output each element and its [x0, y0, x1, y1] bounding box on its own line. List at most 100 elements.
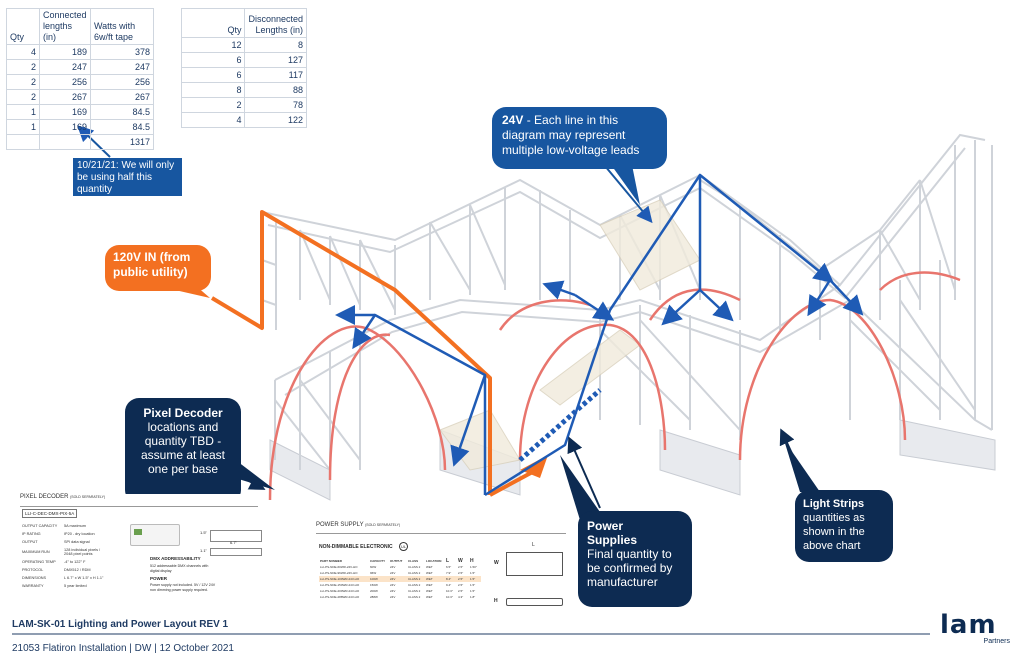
cell-watts: 84.5	[90, 104, 154, 120]
spec-divider	[316, 533, 566, 534]
light-strips-text: quantities as shown in the above chart	[803, 512, 865, 552]
cell-total-watts: 1317	[90, 134, 154, 150]
cell-length: 8	[244, 37, 307, 53]
pixel-decoder-title: Pixel Decoder	[143, 406, 223, 420]
v24-callout: 24V - Each line in this diagram may repr…	[492, 107, 667, 169]
cell-qty: 4	[6, 44, 40, 60]
cell-qty: 6	[180, 67, 246, 83]
cell-length: 122	[244, 112, 307, 128]
decoder-device-port	[134, 529, 142, 535]
v120-callout: 120V IN (from public utility)	[105, 245, 211, 291]
cell-length: 117	[244, 67, 307, 83]
page-title: LAM-SK-01 Lighting and Power Layout REV …	[12, 619, 229, 630]
cell-length: 127	[244, 52, 307, 68]
cell-length: 247	[39, 59, 91, 75]
table-total-row: 1317	[6, 134, 154, 150]
cell-length: 256	[39, 74, 91, 90]
cell-length: 169	[39, 104, 91, 120]
wiring-24v-dashed	[518, 388, 602, 462]
dim-w-label: W	[494, 560, 499, 566]
power-supply-spec-table: PART NUMBER CAPACITY OUTPUT CLASS LOCATI…	[319, 558, 481, 600]
logo-sub-text: Partners	[983, 638, 1010, 645]
pixel-decoder-part-number: LLI-C-DEC-DMX-PIX-5A	[22, 509, 78, 518]
cell-watts: 378	[90, 44, 154, 60]
header-qty: Qty	[6, 8, 40, 45]
cell-qty: 2	[6, 59, 40, 75]
v24-callout-label: 24V	[502, 113, 524, 127]
cell-watts: 247	[90, 59, 154, 75]
dim-width-label: 6.7"	[230, 540, 237, 545]
wiring-24v	[335, 173, 864, 497]
power-supply-drawing-top	[506, 552, 563, 576]
cell-qty: 8	[180, 82, 246, 98]
cell-watts: 256	[90, 74, 154, 90]
cell-length	[39, 134, 91, 150]
date-note-callout: 10/21/21: We will only be using half thi…	[73, 158, 182, 196]
power-text: Power supply not included. 5V / 12V 24V …	[150, 583, 216, 592]
spec-header-row: PART NUMBER CAPACITY OUTPUT CLASS LOCATI…	[320, 558, 474, 564]
cell-qty	[6, 134, 40, 150]
power-supplies-callout: Power Supplies Final quantity to be conf…	[578, 511, 692, 607]
pixel-decoder-callout: Pixel Decoder locations and quantity TBD…	[125, 398, 241, 504]
power-supplies-callout-tail	[560, 455, 600, 520]
v120-callout-text: 120V IN (from public utility)	[113, 250, 191, 279]
spec-row: OPERATING TEMP-4° to 122° F	[22, 560, 86, 564]
light-strips	[268, 271, 961, 501]
date-note-text: 10/21/21: We will only be using half thi…	[77, 160, 175, 195]
lam-partners-logo: Lam Partners	[940, 612, 1014, 648]
dim-height-label: 1.5"	[200, 530, 207, 535]
cell-qty: 2	[6, 89, 40, 105]
power-supply-spec-title: POWER SUPPLY	[316, 522, 364, 528]
power-supply-drawing-side	[506, 598, 563, 606]
logo-main-text: Lam	[940, 610, 997, 640]
light-strips-title: Light Strips	[803, 498, 865, 510]
pixel-decoder-spec-sheet: PIXEL DECODER (SOLD SEPARATELY) LLI-C-DE…	[20, 494, 265, 602]
cell-qty: 6	[180, 52, 246, 68]
power-supply-spec-sheet: POWER SUPPLY (SOLD SEPARATELY) NON-DIMMA…	[316, 522, 570, 612]
pixel-decoder-text: locations and quantity TBD - assume at l…	[140, 420, 226, 476]
cell-watts: 84.5	[90, 119, 154, 135]
cell-watts: 267	[90, 89, 154, 105]
spec-divider	[20, 506, 258, 507]
light-strips-callout-tail	[784, 440, 820, 492]
cell-qty: 4	[180, 112, 246, 128]
dim-height-label-2: 1.1"	[200, 548, 207, 553]
cell-qty: 2	[6, 74, 40, 90]
cell-qty: 12	[180, 37, 246, 53]
pixel-decoder-spec-title: PIXEL DECODER	[20, 494, 69, 500]
power-supplies-title: Power Supplies	[587, 519, 638, 547]
dmx-title: DMX ADDRESSABILITY	[150, 556, 201, 561]
v24-callout-text: - Each line in this diagram may represen…	[502, 113, 640, 157]
power-supplies-text: Final quantity to be confirmed by manufa…	[587, 547, 673, 589]
light-strips-callout: Light Strips quantities as shown in the …	[795, 490, 893, 562]
decoder-dim-drawing-side	[210, 548, 262, 556]
power-supply-subtitle: NON-DIMMABLE ELECTRONIC	[319, 544, 393, 550]
